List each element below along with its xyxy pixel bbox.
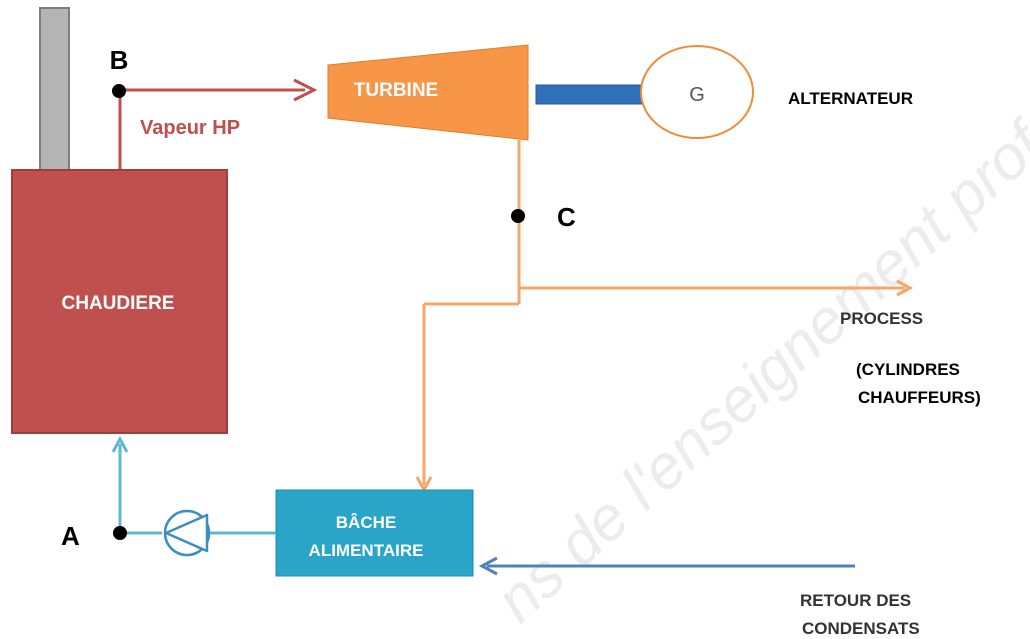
condensate-return-line: [478, 556, 855, 576]
point-b-label: B: [110, 45, 129, 75]
steam-arrow-head: [293, 78, 318, 102]
bache-label-line1: BÂCHE: [336, 513, 396, 532]
retour-label-line1: RETOUR DES: [800, 591, 911, 610]
turbine-shaft: [535, 84, 644, 105]
feed-water-arrow-head: [111, 435, 129, 453]
point-a-label: A: [61, 521, 80, 551]
generator-alternateur: [640, 45, 754, 139]
pump-icon: [163, 509, 211, 557]
cylindres-label-line2: CHAUFFEURS): [858, 388, 981, 407]
alternateur-label: ALTERNATEUR: [788, 89, 913, 108]
feed-return-line: [415, 288, 521, 494]
point-c-label: C: [557, 202, 576, 232]
bache-alimentaire: [275, 489, 474, 577]
chaudiere-boiler: [11, 169, 228, 434]
point-c-dot: [511, 209, 525, 223]
chaudiere-label: CHAUDIERE: [62, 293, 175, 314]
steam-line: [118, 78, 318, 170]
cylindres-label-line1: (CYLINDRES: [856, 360, 960, 379]
point-a-dot: [113, 526, 127, 540]
vapeur-hp-label: Vapeur HP: [140, 117, 240, 139]
turbine-label: TURBINE: [354, 80, 438, 101]
process-arrow-head: [896, 279, 914, 297]
chimney: [39, 7, 70, 171]
condensate-arrow-head: [478, 556, 498, 576]
point-b-dot: [112, 84, 126, 98]
generator-label: G: [689, 84, 705, 106]
turbine: [327, 44, 529, 141]
bache-label-line2: ALIMENTAIRE: [309, 541, 424, 560]
retour-label-line2: CONDENSATS: [802, 619, 920, 638]
process-label: PROCESS: [840, 309, 923, 328]
